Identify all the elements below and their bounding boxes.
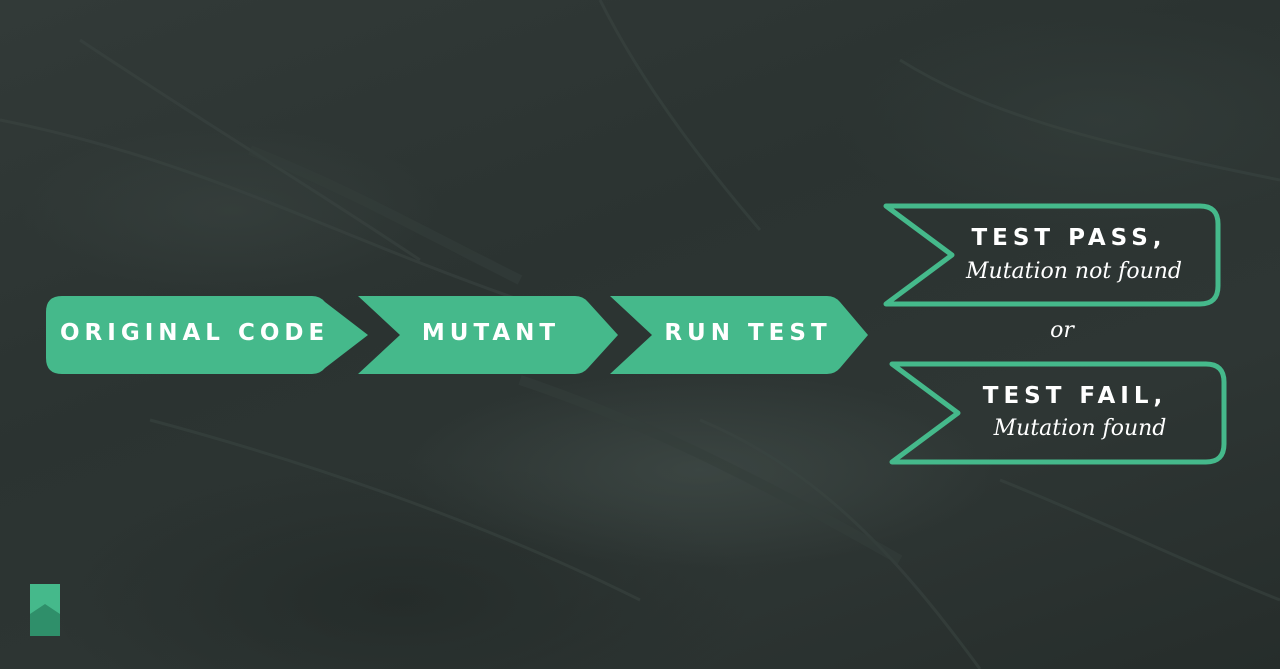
bookmark-logo-icon [30, 584, 60, 636]
outcome-pass-shape [883, 203, 1221, 307]
outcome-pass-subtitle: Mutation not found [966, 259, 1182, 284]
outcome-separator: or [1050, 318, 1074, 343]
step-run-test-shape [610, 296, 868, 374]
step-mutant-label: MUTANT [421, 320, 561, 346]
outcome-fail-title: TEST FAIL, [982, 383, 1168, 409]
step-run-test-label: RUN TEST [664, 320, 832, 346]
outcome-pass-title: TEST PASS, [971, 225, 1167, 251]
outcome-fail-subtitle: Mutation found [993, 416, 1167, 441]
step-mutant-shape [358, 296, 618, 374]
outcome-fail-shape [889, 361, 1227, 465]
step-original-code-label: ORIGINAL CODE [60, 320, 330, 346]
step-original-code-shape [46, 296, 368, 374]
